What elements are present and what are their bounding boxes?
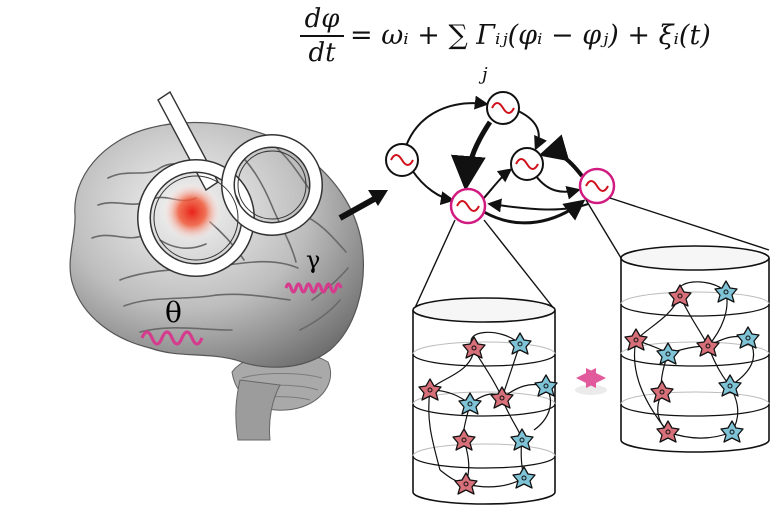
cortical-column-b <box>620 245 770 453</box>
sine-icon <box>585 180 609 192</box>
network-node-2 <box>486 91 520 125</box>
sine-icon <box>491 102 515 114</box>
brain <box>69 122 364 441</box>
network-node-4 <box>578 167 616 205</box>
edge-n4-n5 <box>487 198 589 213</box>
fraction-bar <box>300 35 344 37</box>
gamma-label: γ <box>306 246 320 274</box>
arrow-brain-to-network <box>338 195 378 221</box>
edge-n2-n5 <box>450 120 493 191</box>
edge-n3-n4 <box>535 175 581 200</box>
stimulation-spot <box>162 182 222 242</box>
edge-n2-n3 <box>515 109 547 151</box>
network-node-1 <box>385 143 419 177</box>
brainstem <box>235 379 281 441</box>
fraction-numerator: dφ <box>304 4 340 34</box>
oscillator-network <box>385 91 616 225</box>
zoom-lines <box>413 197 770 311</box>
cortical-column-a <box>412 297 558 505</box>
edge-n1-n2 <box>405 95 489 147</box>
derivative-fraction: dφ dt <box>298 4 346 68</box>
arrow-shadow <box>575 385 607 395</box>
edge-n5-n3 <box>483 168 513 199</box>
sine-icon <box>456 200 480 212</box>
cerebrum <box>69 122 364 368</box>
sine-icon <box>515 158 539 170</box>
network-node-5 <box>449 187 487 225</box>
edge-n1-n5 <box>411 169 455 206</box>
network-node-3 <box>510 147 544 181</box>
edge-n4-n3 <box>538 134 584 178</box>
phase-equation: dφ dt = ωᵢ + ∑ Γᵢⱼ(φᵢ − φⱼ) + ξᵢ(t) j <box>298 0 781 92</box>
theta-label: θ <box>165 296 182 329</box>
sum-index: j <box>482 64 488 85</box>
tms-coil-icon <box>137 90 323 277</box>
gamma-wave <box>284 282 343 294</box>
equation-rhs: = ωᵢ + ∑ Γᵢⱼ(φᵢ − φⱼ) + ξᵢ(t) <box>350 20 711 51</box>
fraction-denominator: dt <box>308 38 336 68</box>
sine-icon <box>390 154 414 166</box>
network-edges <box>405 95 589 225</box>
theta-wave <box>140 330 204 346</box>
